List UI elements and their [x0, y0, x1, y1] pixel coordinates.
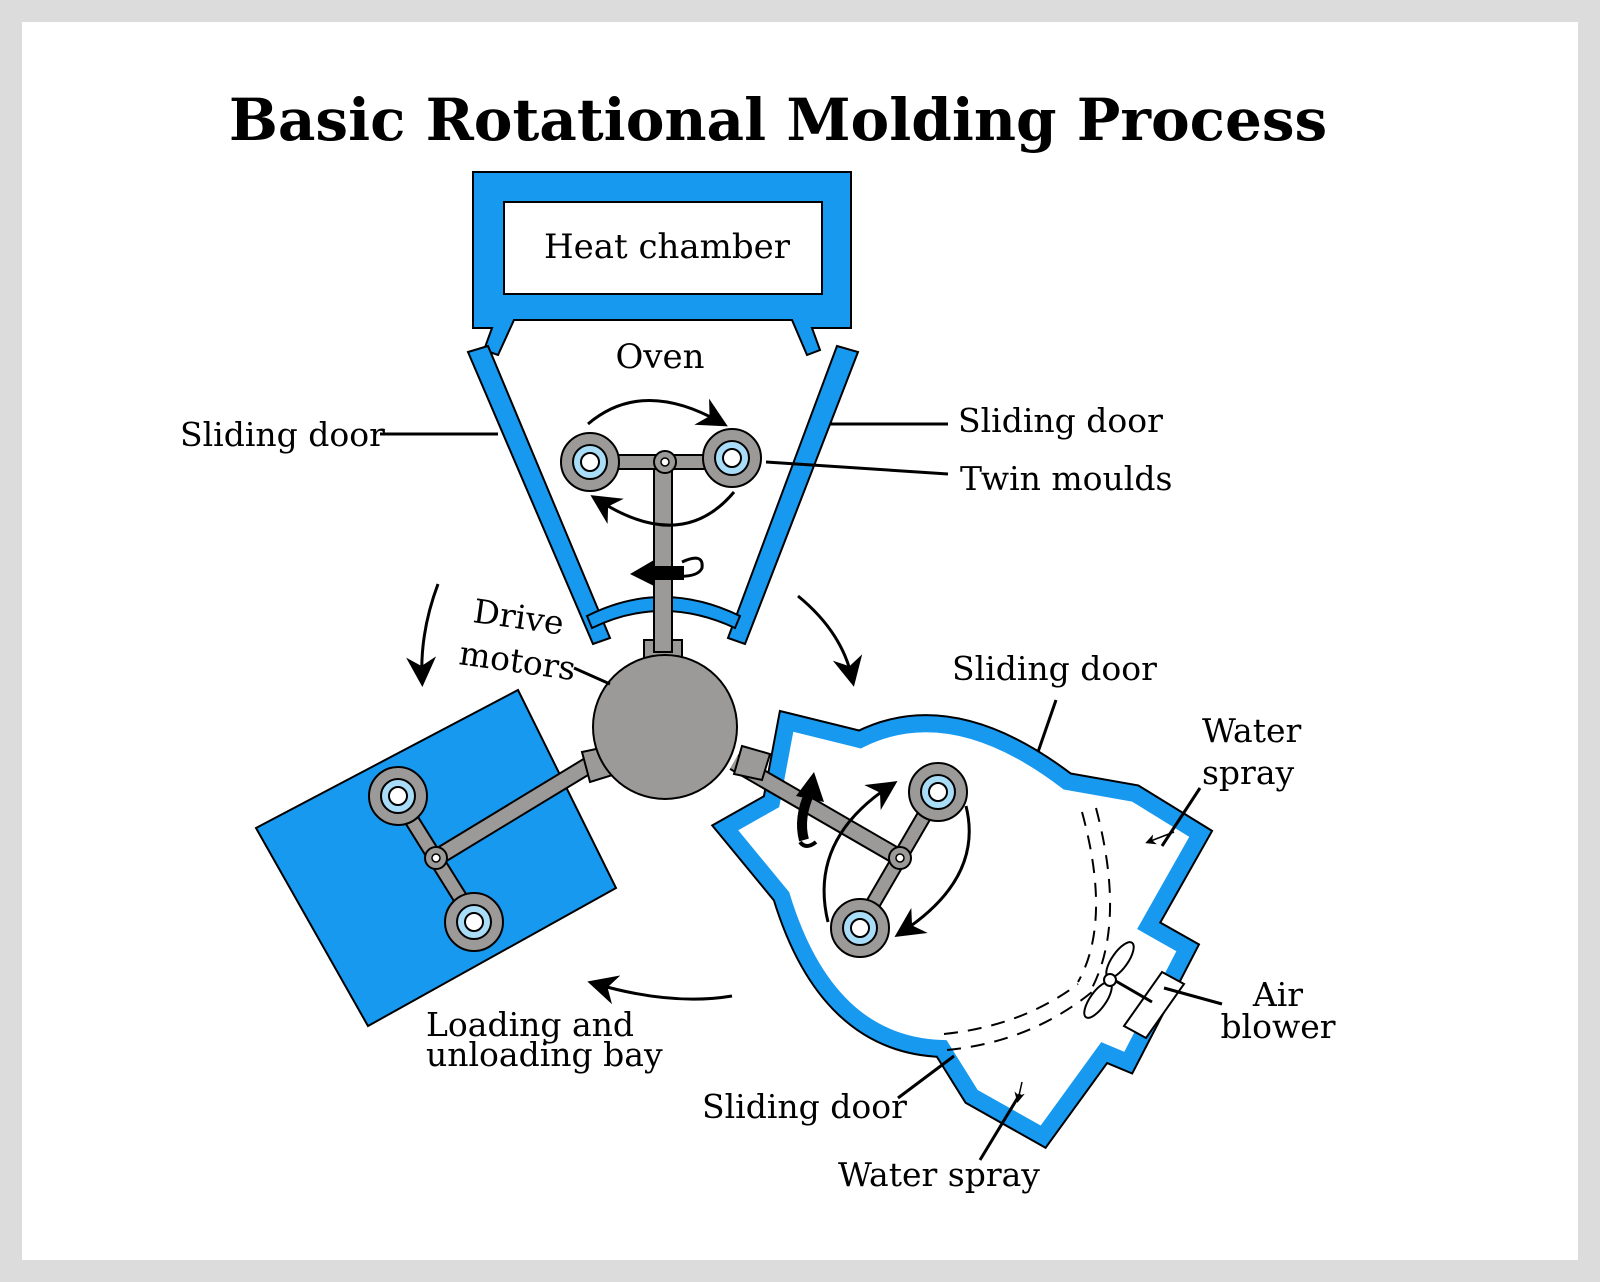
twin-moulds-label: Twin moulds [960, 459, 1172, 498]
loading-bay-label-line1: Loading and [426, 1005, 634, 1044]
air-blower-label-line2: blower [1220, 1007, 1335, 1046]
drive-motors-label-line1: Drive [471, 591, 567, 642]
water-spray-bottom-label: Water spray [838, 1155, 1040, 1194]
mould-icon [368, 428, 968, 958]
oven-rotation-arrow-bottom [590, 491, 736, 527]
cooling-door-dashed-right [1077, 811, 1097, 983]
diagram-page: Basic Rotational Molding Process Heat ch… [22, 22, 1578, 1260]
mould-cooling-top [908, 762, 968, 822]
sliding-door-left-label: Sliding door [180, 415, 385, 454]
oven-label: Oven [615, 337, 704, 377]
oven-sliding-door-right[interactable] [726, 344, 860, 646]
cooling-rotation-arrow-right [894, 805, 971, 937]
loading-arm [432, 756, 598, 864]
oven-chamber: Heat chamber Oven [466, 171, 860, 646]
leader-lines [380, 422, 1223, 1161]
oven-sliding-door-left[interactable] [466, 344, 612, 646]
mould-oven-left [560, 432, 620, 492]
heat-chamber-label: Heat chamber [544, 227, 791, 267]
water-spray-label-line1: Water [1202, 711, 1302, 750]
oven-bottom-arc [585, 596, 742, 630]
transfer-arrow-left [406, 583, 440, 687]
cooling-door-dashed-bottom [943, 983, 1079, 1035]
oven-arm [653, 461, 673, 653]
sliding-door-right-label: Sliding door [958, 401, 1163, 440]
mould-loading-bottom [444, 892, 504, 952]
transfer-arrow-right [797, 594, 863, 687]
transfer-arrow-bottom [587, 975, 733, 1005]
water-spray-label-line2: spray [1202, 753, 1295, 792]
loading-bay-label-line2: unloading bay [426, 1035, 663, 1074]
oven-rotation-arrow-top [587, 398, 728, 427]
rotational-molding-diagram: Basic Rotational Molding Process Heat ch… [180, 86, 1336, 1194]
heat-chamber-box [503, 201, 823, 295]
air-blower-label-line1: Air [1252, 975, 1303, 1014]
mould-cooling-bottom [830, 898, 890, 958]
mould-loading-top [368, 766, 428, 826]
mould-oven-right [702, 428, 762, 488]
cooling-rotation-arrow-left [822, 781, 898, 923]
drive-motor-hub [592, 654, 738, 800]
sliding-door-bottom-label: Sliding door [702, 1087, 907, 1126]
diagram-title: Basic Rotational Molding Process [229, 86, 1327, 154]
axial-rotation-arrow-icon [630, 556, 824, 848]
sliding-door-cooling-label: Sliding door [952, 649, 1157, 688]
fan-icon [1083, 941, 1153, 1019]
rotation-arrow-icon [406, 398, 971, 1005]
